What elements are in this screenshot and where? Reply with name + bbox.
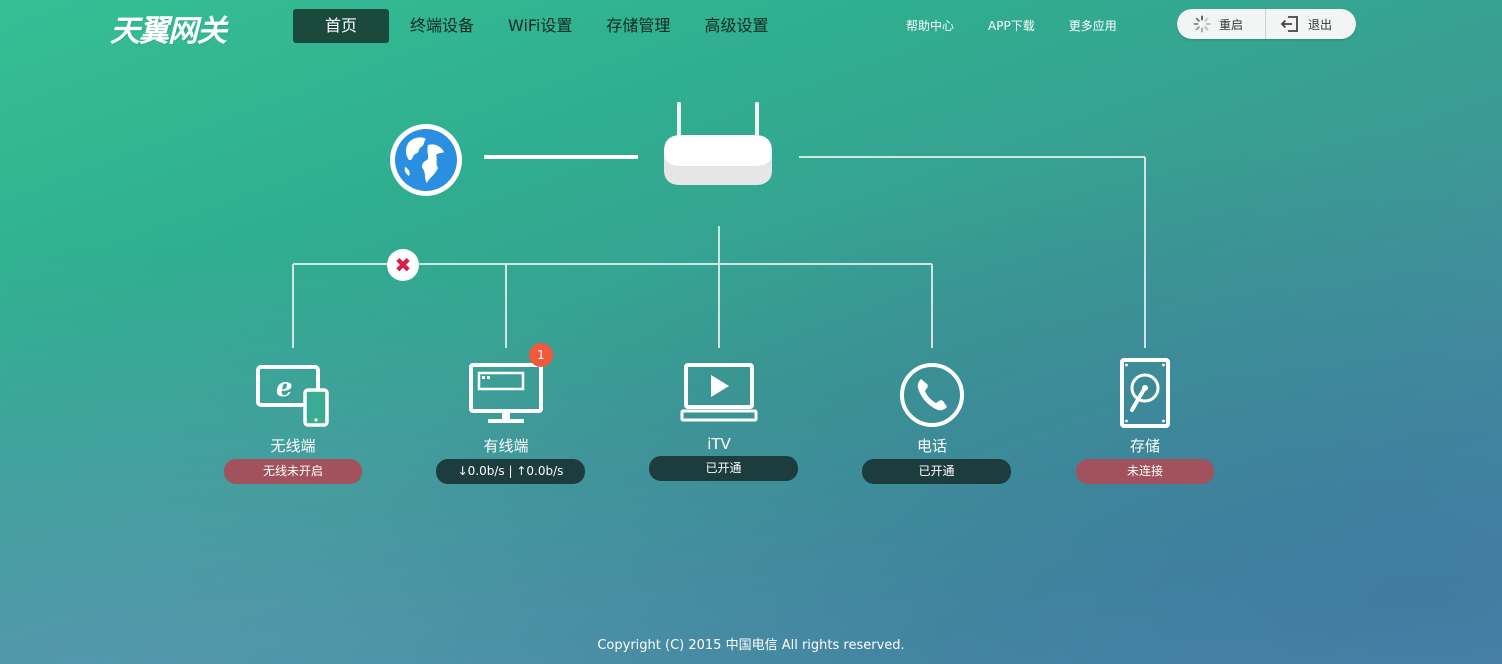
- device-label: 存储: [1129, 437, 1160, 455]
- more-apps-link[interactable]: 更多应用: [1068, 19, 1117, 33]
- svg-text:e: e: [276, 373, 293, 403]
- nav-storage-management[interactable]: 存储管理: [606, 16, 671, 35]
- device-label: 电话: [916, 437, 947, 455]
- restart-button[interactable]: 重启: [1177, 9, 1266, 39]
- device-label: iTV: [707, 435, 731, 453]
- main-nav: 首页 终端设备 WiFi设置 存储管理 高级设置: [293, 9, 785, 43]
- app-download-link[interactable]: APP下载: [988, 19, 1035, 33]
- device-phone-icon-wrap: [862, 356, 1002, 428]
- device-wireless[interactable]: e 无线端 无线未开启: [223, 356, 363, 484]
- device-itv[interactable]: iTV 已开通: [649, 356, 798, 481]
- tv-play-icon: [680, 363, 758, 422]
- router-icon: [664, 102, 772, 185]
- device-itv-icon-wrap: [649, 356, 789, 428]
- wan-error-icon[interactable]: ✖: [387, 249, 419, 281]
- device-wired-icon-wrap: [436, 356, 576, 428]
- help-center-link[interactable]: 帮助中心: [906, 19, 955, 33]
- notification-count-badge[interactable]: 1: [529, 343, 553, 367]
- device-phone[interactable]: 电话 已开通: [862, 356, 1011, 484]
- logout-icon: [1280, 16, 1298, 32]
- device-wireless-icon-wrap: e: [223, 356, 363, 428]
- status-badge: 已开通: [649, 456, 798, 481]
- status-badge: 已开通: [862, 459, 1011, 484]
- top-links: 帮助中心 APP下载 更多应用: [906, 17, 1151, 34]
- logout-button[interactable]: 退出: [1266, 9, 1332, 39]
- nav-advanced-settings[interactable]: 高级设置: [704, 16, 769, 35]
- monitor-icon: [469, 363, 543, 423]
- device-label: 无线端: [270, 437, 316, 455]
- footer-copyright: Copyright (C) 2015 中国电信 All rights reser…: [597, 638, 905, 653]
- device-storage-icon-wrap: [1075, 356, 1215, 428]
- nav-wifi-settings[interactable]: WiFi设置: [508, 16, 573, 35]
- status-badge: 无线未开启: [224, 459, 362, 484]
- tablet-phone-icon: e: [256, 365, 329, 427]
- spinner-icon: [1193, 15, 1211, 33]
- phone-icon: [900, 363, 964, 427]
- internet-globe-icon: [390, 124, 462, 196]
- device-storage[interactable]: 存储 未连接: [1075, 356, 1215, 484]
- status-badge: ↓0.0b/s | ↑0.0b/s: [436, 459, 585, 484]
- device-wired[interactable]: 有线端 ↓0.0b/s | ↑0.0b/s 1: [436, 343, 585, 484]
- logout-label: 退出: [1308, 17, 1333, 32]
- nav-terminal-devices[interactable]: 终端设备: [410, 16, 475, 35]
- nav-home[interactable]: 首页: [293, 9, 389, 43]
- status-badge: 未连接: [1076, 459, 1214, 484]
- restart-label: 重启: [1219, 17, 1244, 32]
- action-pill: 重启 退出: [1177, 9, 1356, 39]
- device-label: 有线端: [483, 437, 529, 455]
- hard-drive-icon: [1120, 358, 1170, 428]
